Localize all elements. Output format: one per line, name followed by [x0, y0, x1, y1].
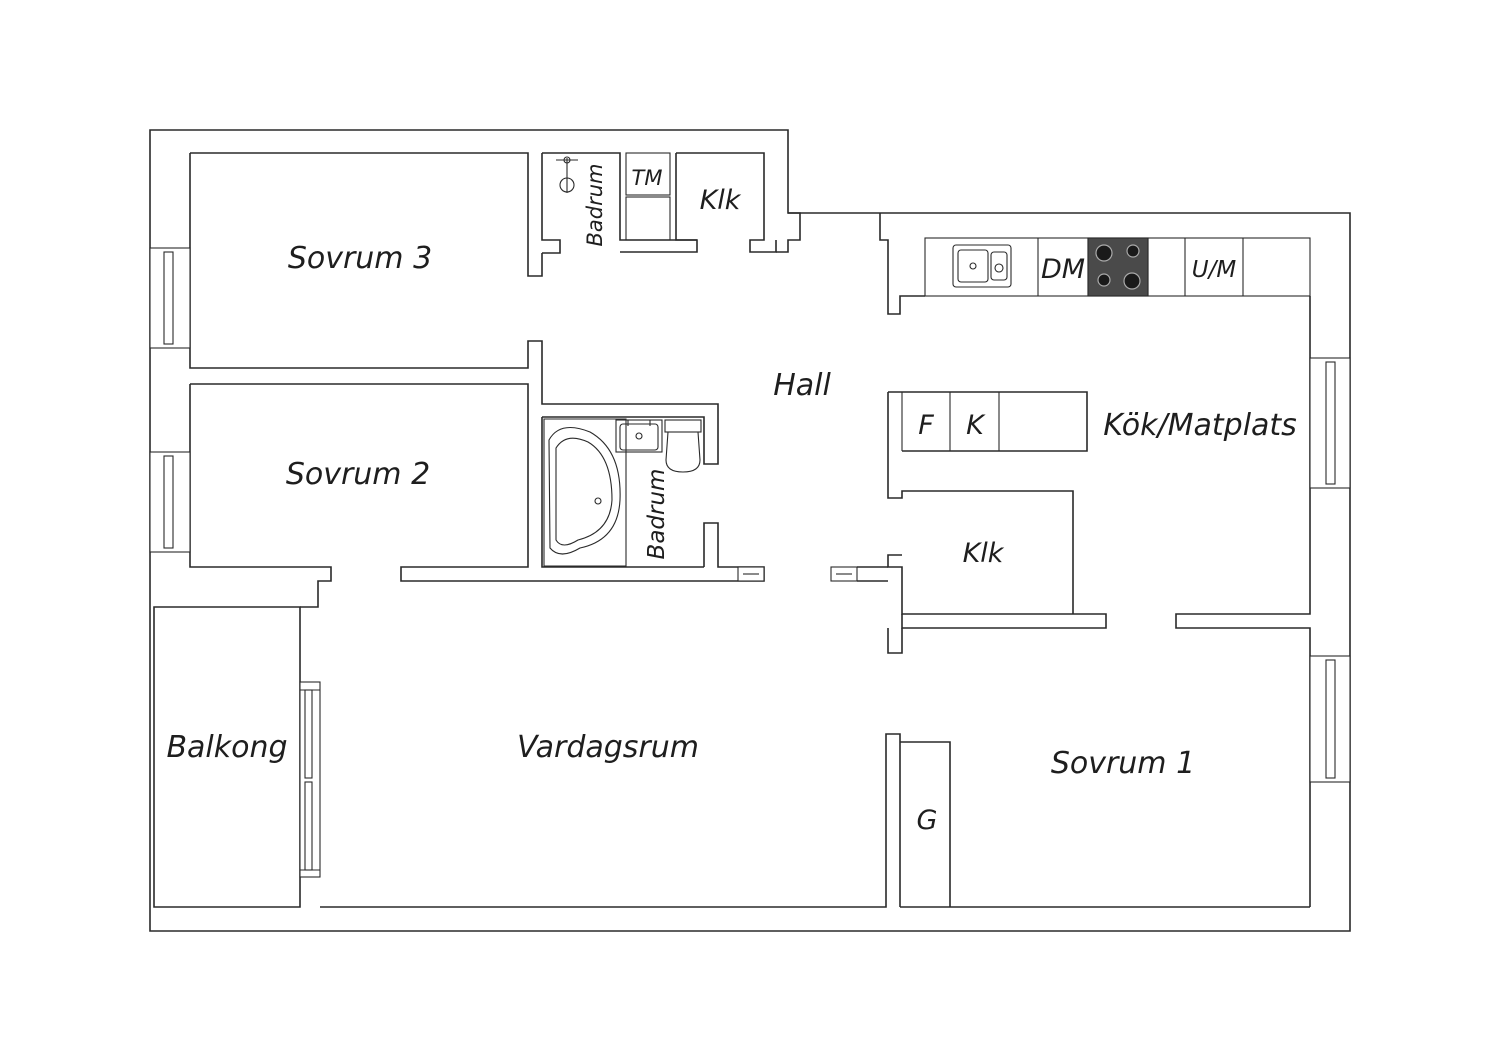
label-tm: TM [632, 166, 663, 190]
sink-icon [952, 244, 1012, 288]
toilet-icon [664, 419, 702, 473]
label-k: K [966, 410, 986, 441]
label-klk-mid: Klk [963, 538, 1005, 569]
washbasin-icon [615, 419, 663, 453]
label-hall: Hall [773, 368, 831, 403]
room-balkong [153, 606, 321, 908]
label-f: F [918, 410, 934, 441]
room-kok [879, 213, 1311, 614]
label-badrum-top: Badrum [583, 163, 607, 246]
left-wall-windows [149, 247, 191, 553]
label-sovrum-1: Sovrum 1 [1051, 746, 1195, 781]
room-klk-mid [830, 554, 1107, 654]
right-wall-windows [1175, 296, 1351, 907]
room-vardagsrum [320, 733, 1310, 908]
room-labels: Sovrum 3 Sovrum 2 Hall Kök/Matplats Vard… [166, 163, 1296, 836]
label-sovrum-2: Sovrum 2 [286, 457, 430, 492]
room-badrum-mid [541, 384, 765, 582]
label-klk-top: Klk [700, 185, 742, 216]
room-badrum-top [541, 152, 698, 254]
bathtub-icon [543, 418, 627, 567]
outer-walls [149, 129, 1351, 932]
label-vardagsrum: Vardagsrum [517, 730, 699, 765]
label-kok-matplats: Kök/Matplats [1103, 408, 1297, 443]
room-klk-top [675, 152, 801, 253]
stove-icon [1087, 237, 1149, 297]
label-sovrum-3: Sovrum 3 [288, 241, 432, 276]
label-badrum-mid: Badrum [644, 469, 670, 560]
label-balkong: Balkong [166, 730, 287, 765]
label-dm: DM [1041, 254, 1085, 285]
shower-icon [556, 156, 578, 193]
label-um: U/M [1192, 257, 1237, 283]
label-g: G [917, 805, 938, 836]
